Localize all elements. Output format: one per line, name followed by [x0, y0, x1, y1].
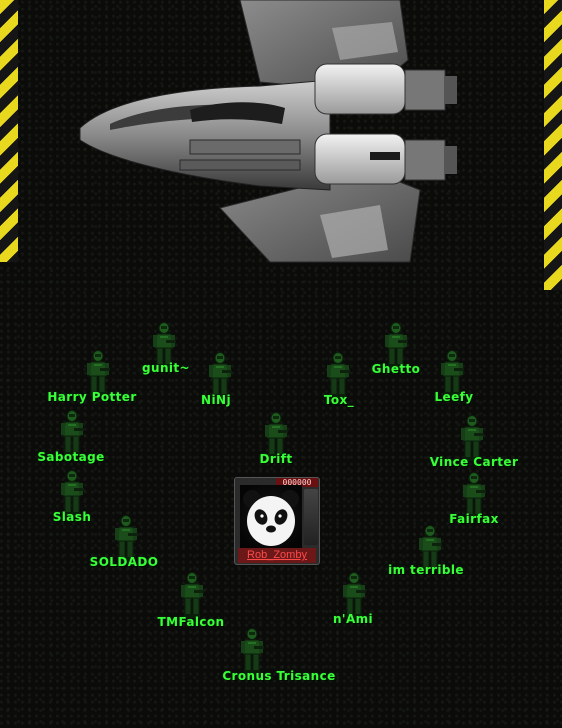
gauge-dial	[304, 489, 318, 545]
soldier-icon[interactable]	[114, 515, 138, 561]
player-name-label: im terrible	[388, 563, 464, 577]
soldier-icon[interactable]	[342, 572, 366, 618]
player-name-label: Cronus Trisance	[222, 669, 336, 683]
soldier-icon[interactable]	[152, 322, 176, 368]
player-name-label: Ghetto	[371, 362, 421, 376]
player-name-label: n'Ami	[332, 612, 374, 626]
player-name-label: Sabotage	[37, 450, 105, 464]
panda-face-icon	[240, 485, 302, 549]
soldier-icon[interactable]	[180, 572, 204, 618]
soldier-icon[interactable]	[418, 525, 442, 571]
soldier-icon[interactable]	[384, 322, 408, 368]
spaceship-image	[79, 0, 457, 263]
player-name-label: NiNj	[201, 393, 231, 407]
soldier-icon[interactable]	[264, 412, 288, 458]
player-name-label: Slash	[52, 510, 92, 524]
soldier-icon[interactable]	[240, 628, 264, 674]
player-name-label: TMFalcon	[157, 615, 225, 629]
soldier-icon[interactable]	[208, 352, 232, 398]
player-name-label: Tox_	[323, 393, 355, 407]
soldier-icon[interactable]	[462, 472, 486, 518]
player-name-label: Leefy	[434, 390, 474, 404]
center-player-name: Rob_Zomby	[238, 548, 316, 563]
player-name-label: Drift	[259, 452, 293, 466]
soldier-icon[interactable]	[440, 350, 464, 396]
player-name-label: Vince Carter	[429, 455, 519, 469]
hazard-stripe-right	[544, 0, 562, 290]
player-name-label: Fairfax	[449, 512, 499, 526]
player-name-label: SOLDADO	[89, 555, 159, 569]
soldier-icon[interactable]	[326, 352, 350, 398]
soldier-icon[interactable]	[60, 470, 84, 516]
player-name-label: Harry Potter	[47, 390, 137, 404]
soldier-icon[interactable]	[60, 410, 84, 456]
soldier-icon[interactable]	[86, 350, 110, 396]
player-name-label: gunit~	[142, 361, 190, 375]
score-ticker: 000000	[276, 478, 318, 487]
center-player-card[interactable]: 000000 Rob_Zomby	[234, 477, 320, 565]
hazard-stripe-left	[0, 0, 18, 262]
soldier-icon[interactable]	[460, 415, 484, 461]
